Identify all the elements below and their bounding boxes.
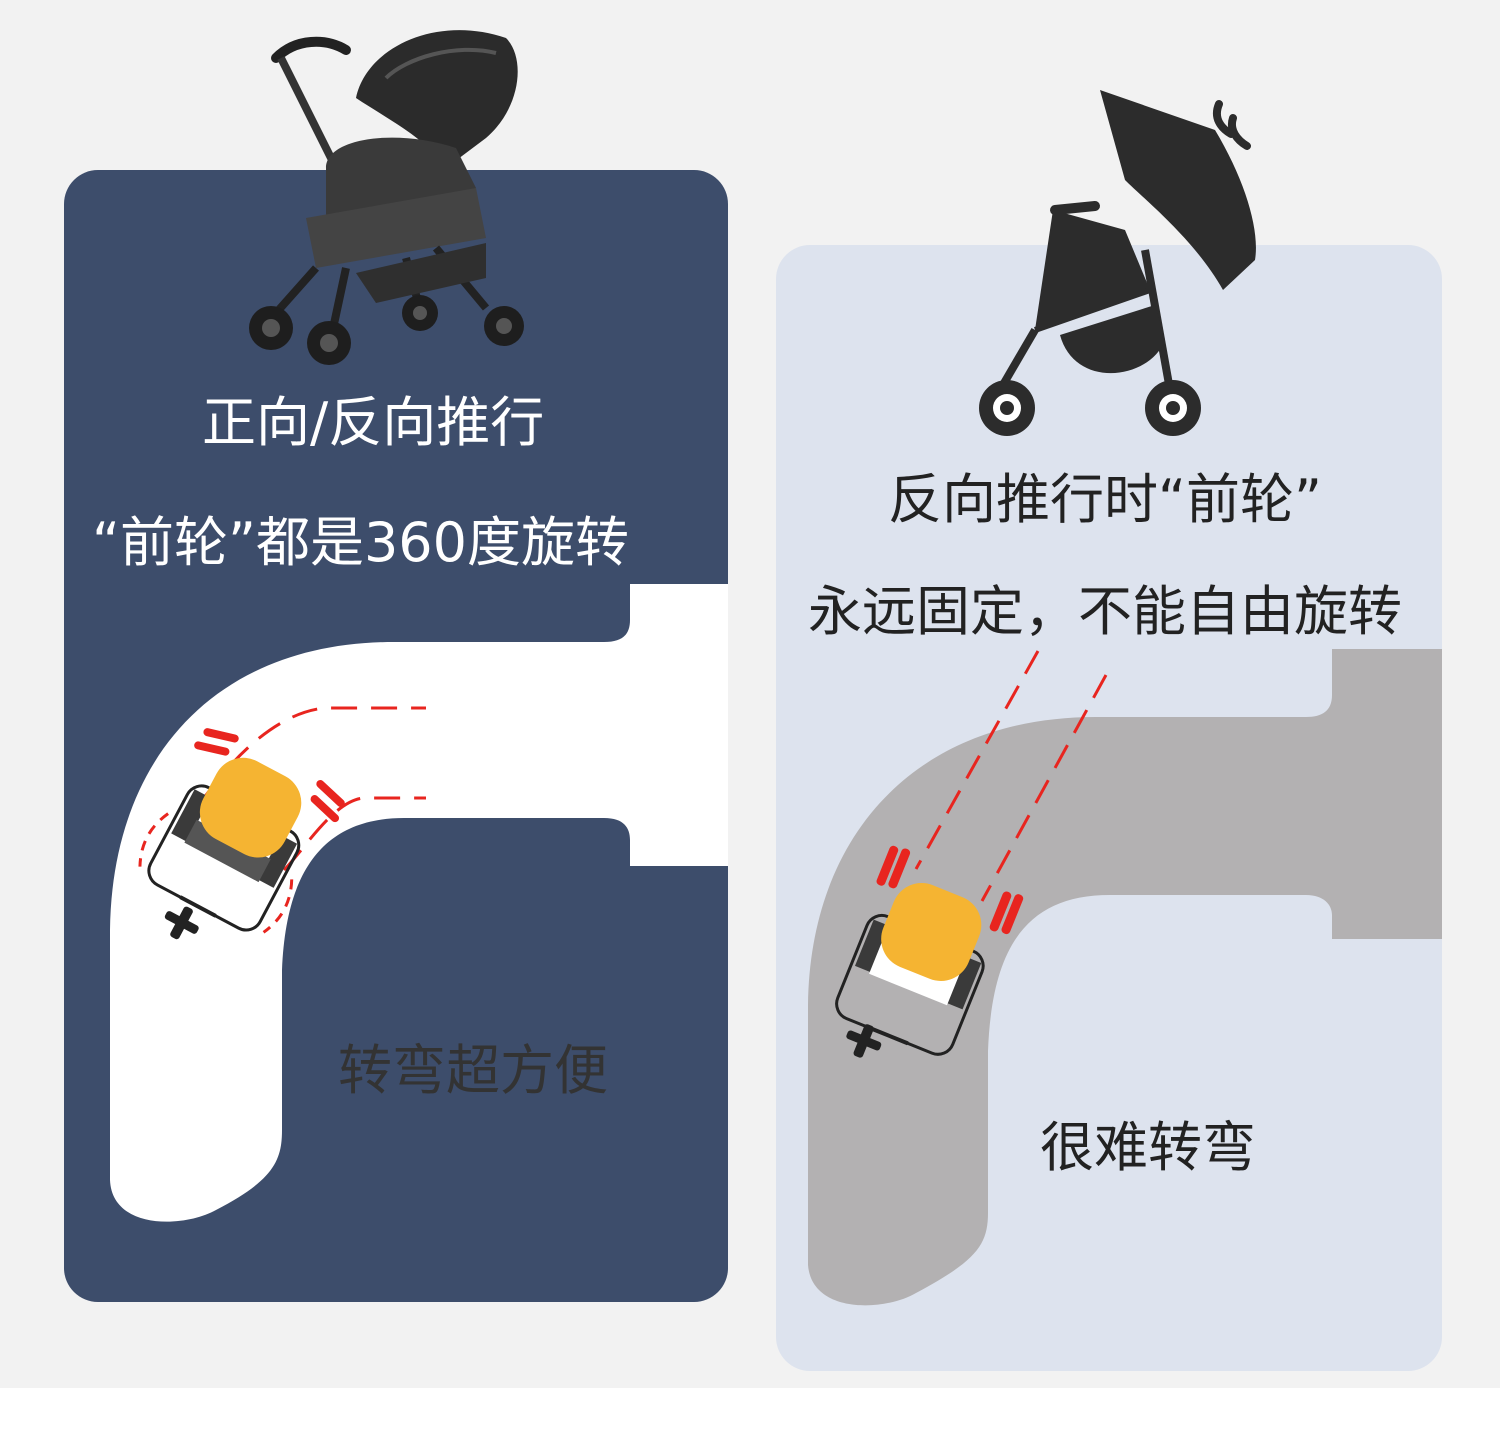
right-road-diagram xyxy=(808,649,1442,1306)
left-title: 正向/反向推行 xyxy=(202,391,545,454)
left-caption: 转弯超方便 xyxy=(338,1039,608,1102)
left-direction-marker-icon xyxy=(164,906,199,940)
right-top-view-stroller-icon xyxy=(835,845,1024,1056)
stroller-silhouette-icon xyxy=(979,90,1256,436)
left-top-view-stroller-icon xyxy=(138,728,345,934)
left-panel: 正向/反向推行 “前轮”都是360度旋转 转弯超方便 xyxy=(64,170,728,1302)
right-direction-marker-icon xyxy=(846,1024,882,1058)
left-road-diagram xyxy=(110,584,728,1222)
right-road xyxy=(808,649,1442,1306)
stroller-photo-icon xyxy=(249,30,524,365)
right-trajectory-left xyxy=(914,650,1040,870)
right-subtitle: 永远固定，不能自由旋转 xyxy=(808,580,1402,643)
left-road xyxy=(110,584,728,1222)
right-title: 反向推行时“前轮” xyxy=(888,468,1322,531)
right-panel: 反向推行时“前轮” 永远固定，不能自由旋转 很难转弯 xyxy=(776,245,1442,1371)
left-subtitle: “前轮”都是360度旋转 xyxy=(92,511,630,574)
right-trajectory-right xyxy=(980,674,1108,902)
right-caption: 很难转弯 xyxy=(1040,1116,1256,1179)
